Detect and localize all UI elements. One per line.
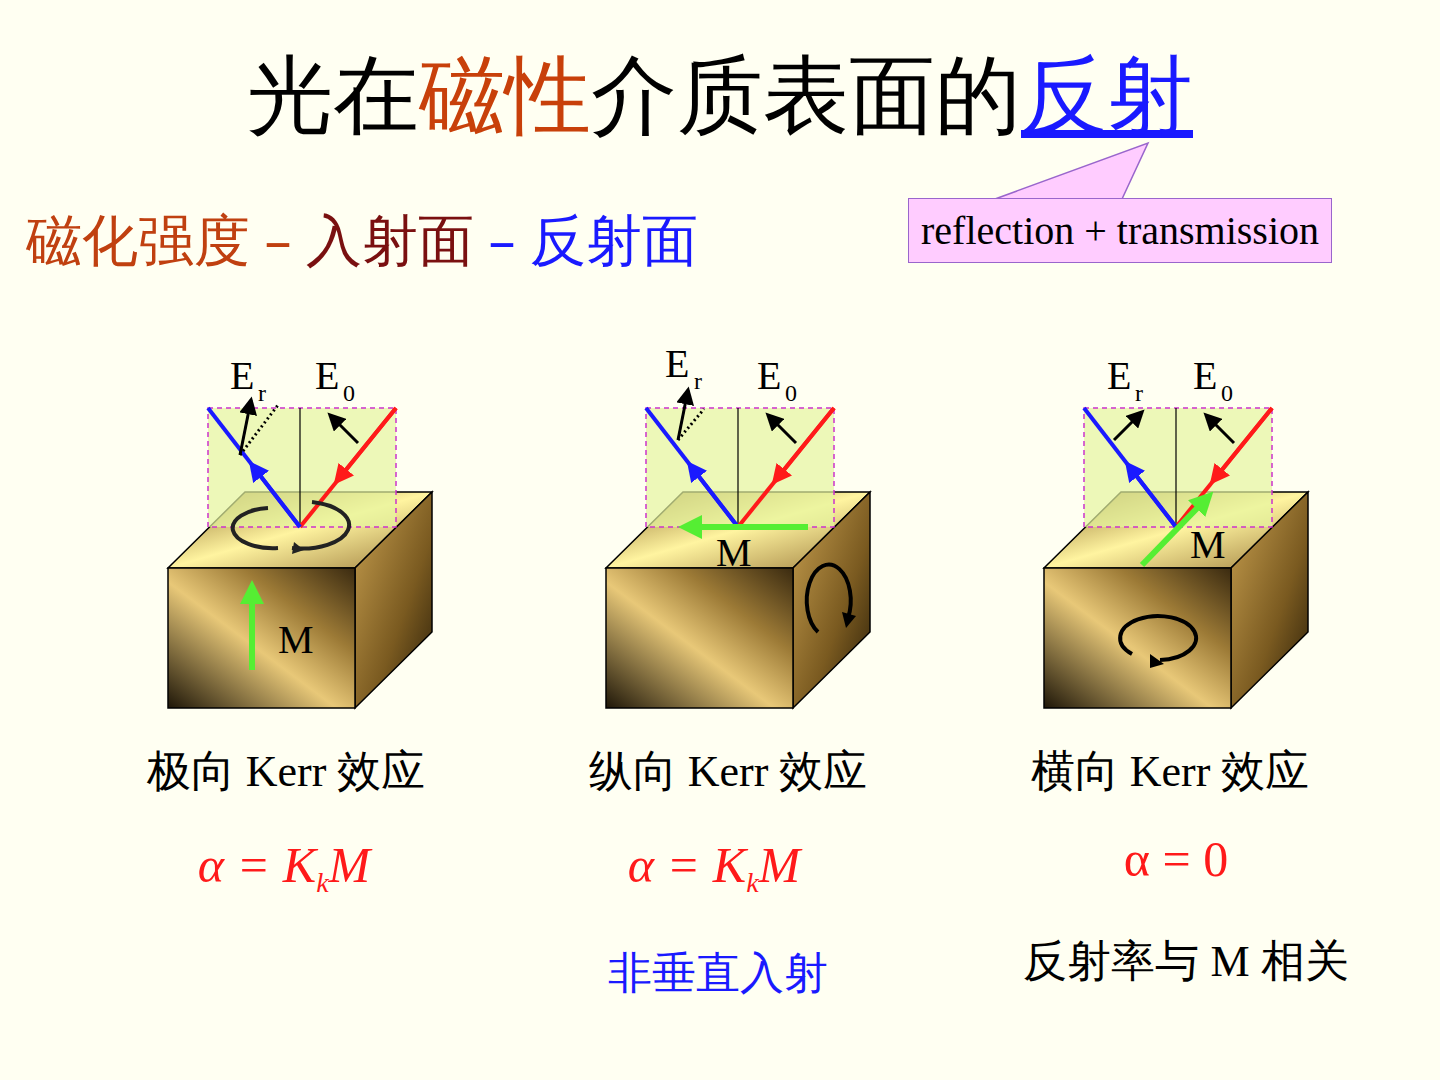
- subtitle-part: –: [488, 208, 516, 273]
- formula-subscript: k: [746, 867, 758, 899]
- field-subscript: r: [258, 380, 266, 407]
- condition-note: 非垂直入射: [608, 944, 828, 1003]
- field-label: E: [1193, 352, 1217, 399]
- formula: α = 0: [1124, 830, 1228, 888]
- reflectance-note: 反射率与 M 相关: [1023, 932, 1348, 991]
- field-label: E: [230, 352, 254, 399]
- formula-main: M: [759, 836, 801, 894]
- field-subscript: r: [1135, 380, 1143, 407]
- title-part: 光在: [247, 38, 419, 155]
- slide-title: 光在磁性介质表面的反射: [0, 38, 1440, 155]
- subtitle-part: 入射面: [306, 204, 474, 280]
- subtitle-part: –: [264, 208, 292, 273]
- formula: α = KkM: [628, 836, 800, 894]
- magnetization-label: M: [1190, 521, 1226, 568]
- magnetization-label: M: [716, 529, 752, 576]
- formula-main: M: [329, 836, 371, 894]
- subtitle: 磁化强度–入射面–反射面: [26, 204, 698, 280]
- title-part: 反射: [1021, 38, 1193, 155]
- field-label: E: [665, 340, 689, 387]
- field-subscript: r: [694, 368, 702, 395]
- longitudinal-panel: [606, 408, 870, 708]
- effect-name: 横向 Kerr 效应: [1031, 742, 1310, 801]
- magnetization-label: M: [278, 616, 314, 663]
- callout-text: reflection + transmission: [921, 208, 1319, 253]
- formula-subscript: k: [316, 867, 328, 899]
- subtitle-part: 反射面: [530, 204, 698, 280]
- field-label: E: [315, 352, 339, 399]
- effect-name: 极向 Kerr 效应: [147, 742, 426, 801]
- effect-name: 纵向 Kerr 效应: [589, 742, 868, 801]
- formula-main: α = K: [628, 836, 746, 894]
- title-part: 磁性: [419, 38, 591, 155]
- field-label: E: [757, 352, 781, 399]
- formula-main: α = K: [198, 836, 316, 894]
- field-subscript: 0: [785, 380, 797, 407]
- title-part: 介质表面的: [591, 38, 1021, 155]
- transverse-panel: [1044, 408, 1308, 708]
- callout-box: reflection + transmission: [908, 198, 1332, 263]
- field-subscript: 0: [343, 380, 355, 407]
- formula: α = KkM: [198, 836, 370, 894]
- polar-panel: [168, 408, 432, 708]
- subtitle-part: 磁化强度: [26, 204, 250, 280]
- field-label: E: [1107, 352, 1131, 399]
- field-subscript: 0: [1221, 380, 1233, 407]
